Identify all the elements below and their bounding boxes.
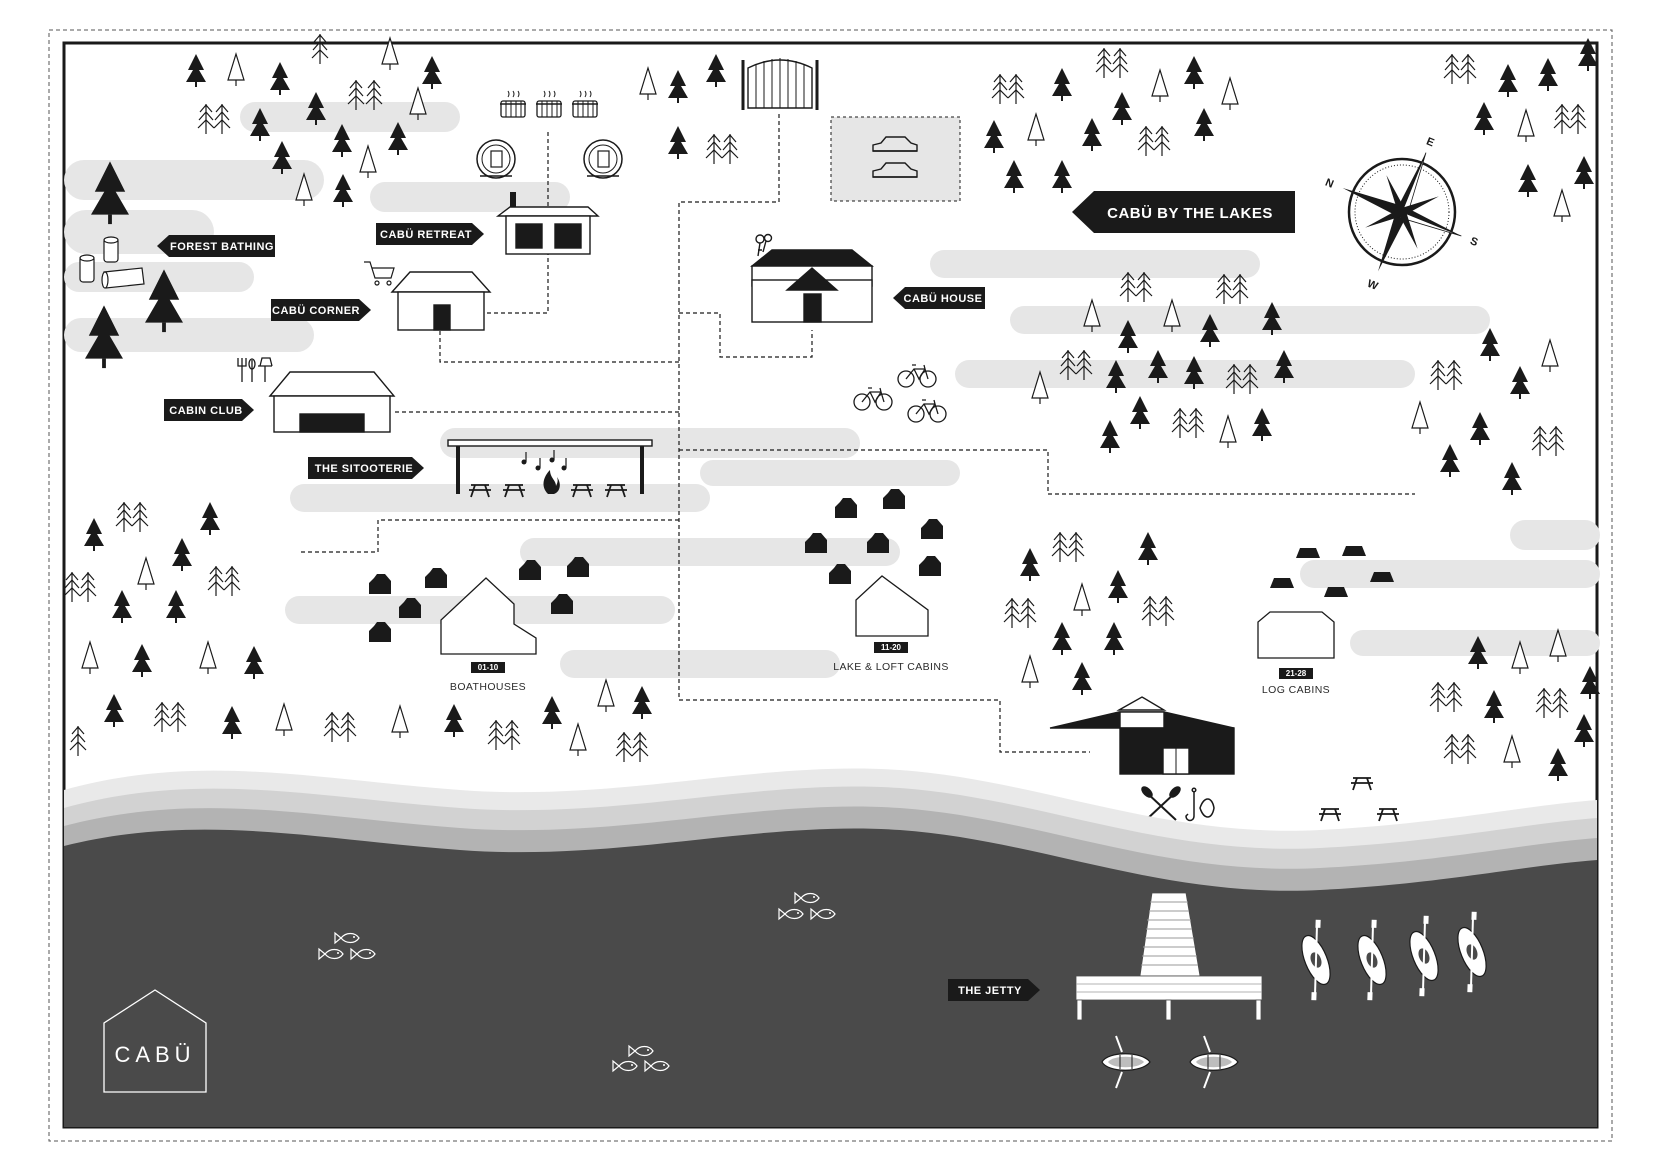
svg-text:THE SITOOTERIE: THE SITOOTERIE	[315, 463, 413, 475]
fishing-icon	[1185, 787, 1215, 822]
paddles-icon	[1141, 786, 1181, 821]
log-pile-icon	[79, 236, 145, 289]
svg-text:CABÜ HOUSE: CABÜ HOUSE	[904, 292, 983, 305]
log-cabins-label: LOG CABINS	[1262, 684, 1330, 696]
lake-water	[64, 828, 1597, 1127]
label-cabu-retreat: CABÜ RETREAT	[376, 223, 484, 245]
dining-icon	[237, 357, 273, 382]
label-cabu-house: CABÜ HOUSE	[893, 287, 985, 309]
log-cabins-cluster: 21-28 LOG CABINS	[1257, 546, 1394, 696]
svg-text:CABÜ: CABÜ	[114, 1042, 195, 1067]
lake-loft-cabins-cluster: 11-20 LAKE & LOFT CABINS	[805, 489, 949, 673]
gate-icon	[741, 58, 819, 110]
label-the-sitooterie: THE SITOOTERIE	[308, 457, 424, 479]
label-cabu-corner: CABÜ CORNER	[271, 299, 371, 321]
log-cabins-range: 21-28	[1286, 669, 1307, 678]
cabu-logo: CABÜ	[103, 989, 207, 1093]
map-title-banner: CABÜ BY THE LAKES	[1072, 191, 1295, 233]
label-the-jetty: THE JETTY	[948, 979, 1040, 1001]
label-cabin-club: CABIN CLUB	[164, 399, 254, 421]
compass-west-label: W	[1365, 278, 1380, 293]
jetty	[1075, 892, 1263, 1021]
svg-text:CABIN CLUB: CABIN CLUB	[169, 405, 242, 417]
compass-north-label: N	[1323, 177, 1335, 191]
cabin-club-building	[268, 371, 396, 433]
label-forest-bathing: FOREST BATHING	[157, 235, 275, 257]
sleeping-pod-icon	[476, 139, 516, 179]
cabu-retreat-building	[495, 192, 600, 255]
lake-loft-label: LAKE & LOFT CABINS	[833, 661, 949, 673]
footpaths	[298, 114, 1415, 753]
compass-east-label: E	[1424, 136, 1435, 150]
sitooterie-pavilion	[447, 439, 653, 498]
boathouses-cluster: 01-10 BOATHOUSES	[369, 557, 589, 693]
music-notes-icon	[521, 450, 567, 471]
svg-text:CABÜ RETREAT: CABÜ RETREAT	[380, 228, 472, 241]
compass-rose: E S W N	[1323, 136, 1479, 293]
svg-text:FOREST BATHING: FOREST BATHING	[170, 241, 274, 253]
svg-text:CABÜ CORNER: CABÜ CORNER	[272, 304, 360, 317]
boat-barn-building	[1049, 696, 1235, 775]
svg-text:THE JETTY: THE JETTY	[958, 985, 1022, 997]
compass-south-label: S	[1468, 235, 1479, 249]
map-title: CABÜ BY THE LAKES	[1107, 205, 1273, 222]
boathouses-range: 01-10	[478, 663, 499, 672]
cabu-corner-building	[390, 271, 492, 331]
cabu-house-building	[750, 249, 874, 323]
lake-loft-range: 11-20	[881, 643, 902, 652]
keys-icon	[755, 233, 773, 257]
shopping-cart-icon	[364, 261, 395, 286]
car-park	[830, 116, 961, 202]
boathouses-label: BOATHOUSES	[450, 681, 526, 693]
sleeping-pod-icon	[583, 139, 623, 179]
